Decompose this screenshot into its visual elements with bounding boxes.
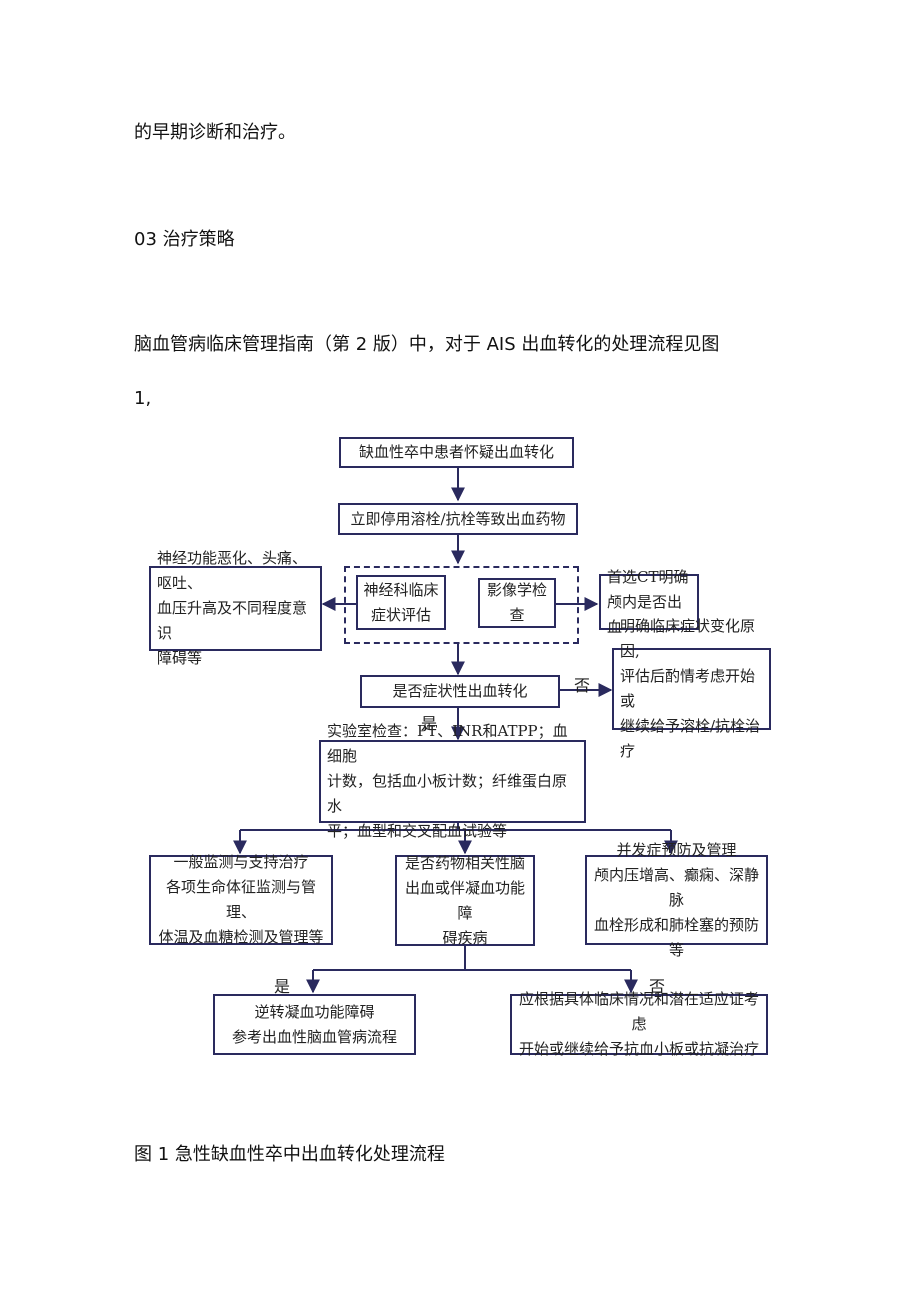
figure-caption: 图 1 急性缺血性卒中出血转化处理流程: [134, 1144, 445, 1165]
box-general-monitoring: 一般监测与支持治疗 各项生命体征监测与管理、 体温及血糖检测及管理等: [149, 853, 333, 946]
box-neuro-eval: 神经科临床 症状评估: [356, 575, 446, 630]
box-symptomatic-question: 是否症状性出血转化: [360, 675, 560, 708]
label-yes-1: 是: [421, 714, 438, 733]
box-neuro-symptoms: 神经功能恶化、头痛、呕吐、 血压升高及不同程度意识 障碍等: [149, 549, 322, 667]
section-heading: 03 治疗策略: [134, 229, 235, 250]
label-no-2: 否: [649, 977, 666, 996]
paragraph-guideline: 脑血管病临床管理指南（第 2 版）中，对于 AIS 出血转化的处理流程见图: [134, 334, 720, 355]
box-suspect-hemorrhage: 缺血性卒中患者怀疑出血转化: [339, 437, 574, 468]
box-resume-therapy: 应根据具体临床情况和潜在适应证考虑 开始或继续给予抗血小板或抗凝治疗: [510, 990, 768, 1058]
label-no-1: 否: [574, 676, 591, 695]
box-complication-management: 并发症预防及管理 颅内压增高、癫痫、深静脉 血栓形成和肺栓塞的预防等: [585, 841, 768, 959]
box-lab-tests: 实验室检查：PT、INR和ATPP；血细胞 计数，包括血小板计数；纤维蛋白原水 …: [319, 722, 586, 840]
paragraph-early-diagnosis: 的早期诊断和治疗。: [134, 122, 296, 143]
box-clarify-cause: 明确临床症状变化原因, 评估后酌情考虑开始或 继续给予溶栓/抗栓治疗: [612, 617, 771, 760]
box-stop-drugs: 立即停用溶栓/抗栓等致出血药物: [338, 503, 578, 535]
label-yes-2: 是: [274, 977, 291, 996]
box-assessment-group: [344, 566, 579, 644]
box-ct-first: 首选CT明确 颅内是否出血: [599, 568, 699, 636]
paragraph-figure-ref: 1,: [134, 388, 152, 409]
box-imaging: 影像学检查: [478, 578, 556, 628]
box-drug-related-question: 是否药物相关性脑 出血或伴凝血功能障 碍疾病: [395, 854, 535, 947]
box-reverse-coagulopathy: 逆转凝血功能障碍 参考出血性脑血管病流程: [213, 994, 416, 1055]
